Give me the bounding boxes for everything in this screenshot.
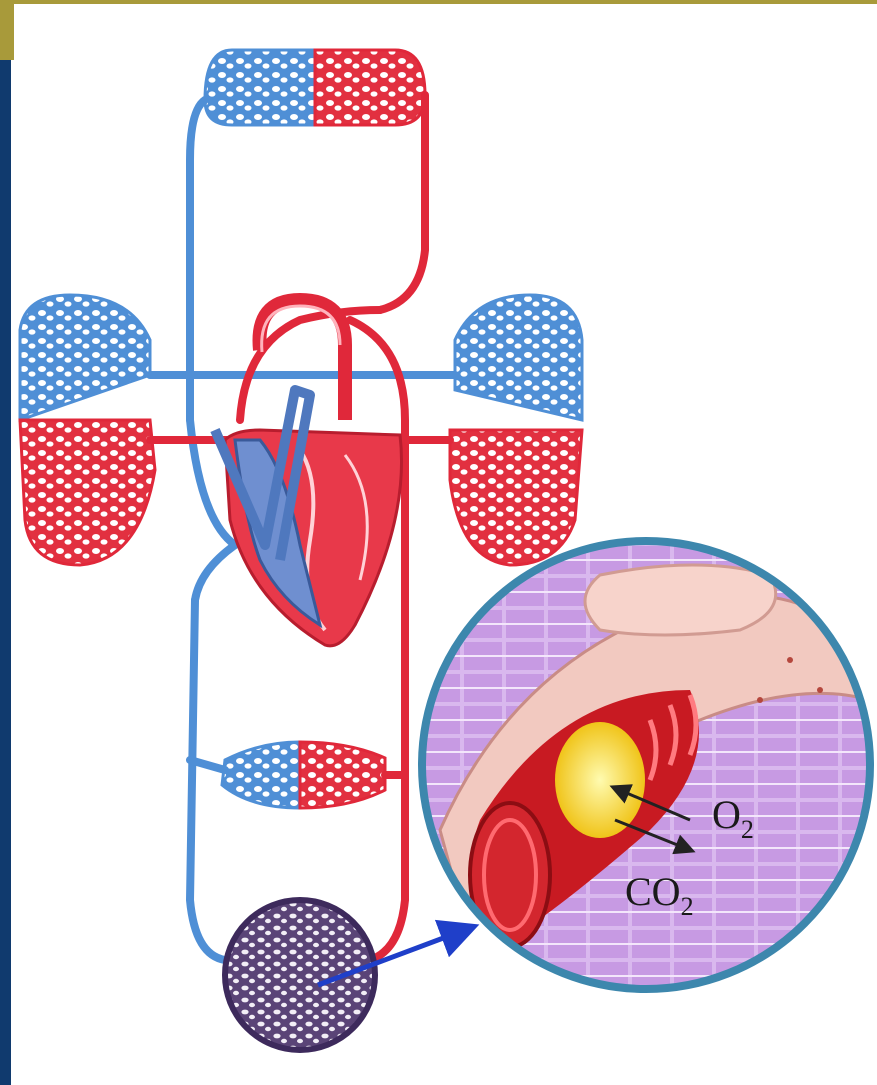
right-capillary-bed [450,295,582,565]
tissue-sample [225,900,375,1050]
heart [215,300,402,646]
lower-capillary-bed [222,742,385,808]
left-capillary-bed [20,295,155,565]
head-capillary-bed [205,50,425,125]
capillary-closeup [420,540,877,1000]
